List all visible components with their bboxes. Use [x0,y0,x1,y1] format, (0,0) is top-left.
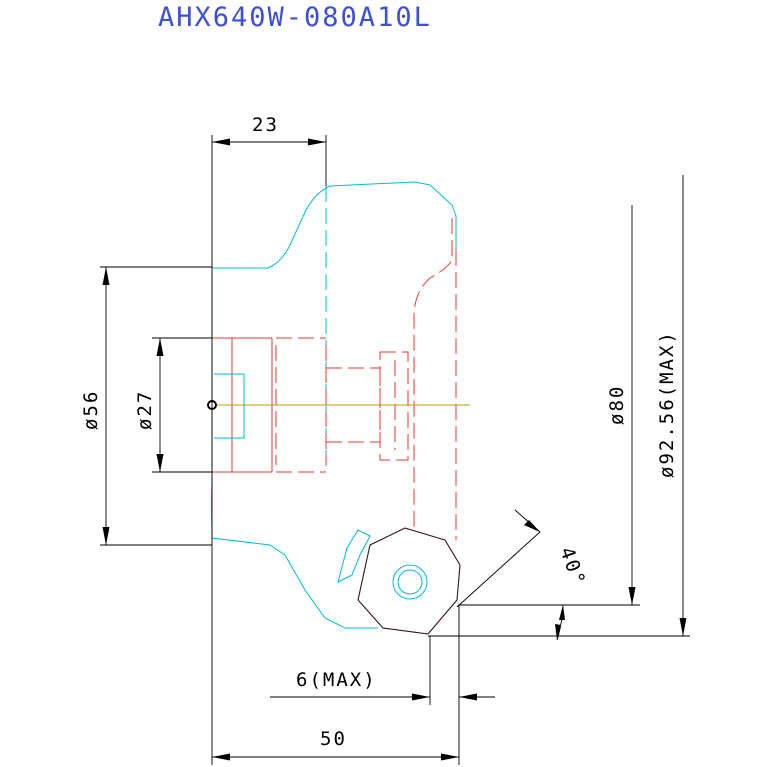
dimension-dia-27: ø27 [134,337,212,473]
dimension-label-23: 23 [252,114,279,136]
dimension-dia-80: ø80 [461,205,640,606]
drawing-title: AHX640W-080A10L [158,2,432,33]
dimension-label-angle-40: 40° [555,544,589,589]
dimension-label-dia-80: ø80 [606,385,628,425]
dimension-label-dia-27: ø27 [134,390,156,430]
dimension-angle-40: 40° [456,509,590,641]
dimension-width-23: 23 [211,114,327,765]
insert-pocket [357,218,461,635]
dimension-label-dia-92: ø92.56(MAX) [656,330,678,478]
dimension-label-dia-56: ø56 [80,390,102,430]
dimension-width-50: 50 [212,728,459,761]
dimension-dia-92: ø92.56(MAX) [428,175,690,637]
dimension-dia-56: ø56 [80,266,212,546]
dimension-label-50: 50 [320,728,347,750]
dimension-label-6-max: 6(MAX) [296,669,377,691]
centerline [207,400,470,410]
dimension-depth-6: 6(MAX) [270,605,495,765]
